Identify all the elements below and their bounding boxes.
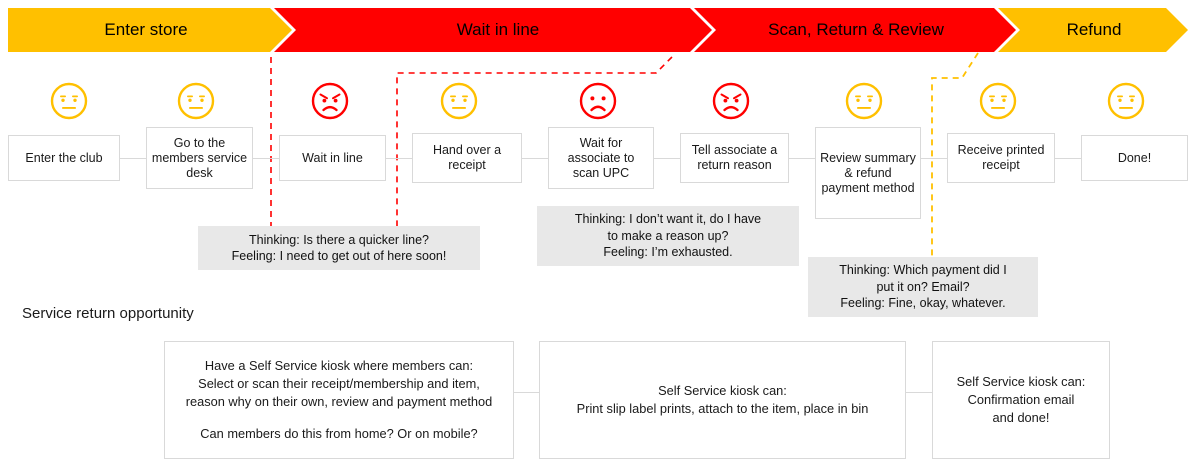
opportunity-connector-2 bbox=[906, 392, 934, 393]
step-box-review-summary-refund-payment-method[interactable]: Review summary & refund payment method bbox=[815, 127, 921, 219]
step-connector-1 bbox=[119, 158, 147, 159]
callout-line: Feeling: I’m exhausted. bbox=[603, 245, 733, 260]
step-box-done[interactable]: Done! bbox=[1081, 135, 1188, 181]
face-neutral-5 bbox=[977, 80, 1019, 122]
phase-banner: Enter store Wait in line Scan, Return & … bbox=[8, 8, 1188, 52]
face-sad-1 bbox=[577, 80, 619, 122]
face-neutral-3 bbox=[438, 80, 480, 122]
face-angry-1 bbox=[309, 80, 351, 122]
opportunity-line: Self Service kiosk can: bbox=[956, 374, 1086, 389]
callout-return-reason: Thinking: I don’t want it, do I have to … bbox=[537, 206, 799, 266]
opportunity-box-kiosk-confirmation[interactable]: Self Service kiosk can: Confirmation ema… bbox=[932, 341, 1110, 459]
step-connector-8 bbox=[1054, 158, 1082, 159]
opportunity-connector-1 bbox=[512, 392, 540, 393]
phase-chevron-scan-return-review bbox=[694, 8, 1016, 52]
callout-line: Thinking: Is there a quicker line? bbox=[249, 232, 429, 247]
callout-line: Thinking: Which payment did I bbox=[839, 263, 1007, 278]
opportunity-line: Self Service kiosk can: bbox=[658, 383, 787, 398]
step-connector-2 bbox=[252, 158, 280, 159]
face-neutral-1 bbox=[48, 80, 90, 122]
step-box-wait-for-associate-to-scan-upc[interactable]: Wait for associate to scan UPC bbox=[548, 127, 654, 189]
callout-line: Feeling: I need to get out of here soon! bbox=[231, 249, 447, 263]
phase-label-enter-store: Enter store bbox=[104, 20, 188, 39]
callout-line: Thinking: I don’t want it, do I have bbox=[574, 212, 762, 227]
step-connector-7 bbox=[920, 158, 948, 159]
callout-line: put it on? Email? bbox=[876, 279, 970, 294]
step-box-hand-over-a-receipt[interactable]: Hand over a receipt bbox=[412, 133, 522, 183]
face-neutral-6 bbox=[1105, 80, 1147, 122]
step-connector-4 bbox=[521, 158, 549, 159]
face-neutral-2 bbox=[175, 80, 217, 122]
callout-refund-payment: Thinking: Which payment did I put it on?… bbox=[808, 257, 1038, 317]
face-neutral-4 bbox=[843, 80, 885, 122]
callout-line: to make a reason up? bbox=[607, 228, 729, 243]
step-box-tell-associate-a-return-reason[interactable]: Tell associate a return reason bbox=[680, 133, 789, 183]
step-connector-6 bbox=[788, 158, 816, 159]
opportunity-box-kiosk-self-service[interactable]: Have a Self Service kiosk where members … bbox=[164, 341, 514, 459]
opportunity-line: and done! bbox=[992, 410, 1050, 425]
opportunity-line: Select or scan their receipt/membership … bbox=[198, 376, 480, 391]
phase-label-wait-in-line: Wait in line bbox=[456, 20, 540, 39]
face-angry-2 bbox=[710, 80, 752, 122]
opportunity-line: Confirmation email bbox=[967, 392, 1075, 407]
phase-label-scan-return-review: Scan, Return & Review bbox=[768, 20, 944, 39]
step-box-receive-printed-receipt[interactable]: Receive printed receipt bbox=[947, 133, 1055, 183]
opportunity-line: Have a Self Service kiosk where members … bbox=[204, 358, 474, 373]
opportunity-line: Can members do this from home? Or on mob… bbox=[200, 426, 478, 441]
step-connector-5 bbox=[653, 158, 681, 159]
opportunity-line: reason why on their own, review and paym… bbox=[185, 394, 493, 409]
opportunity-box-kiosk-print[interactable]: Self Service kiosk can: Print slip label… bbox=[539, 341, 906, 459]
step-box-wait-in-line[interactable]: Wait in line bbox=[279, 135, 386, 181]
opportunity-line: Print slip label prints, attach to the i… bbox=[576, 401, 869, 416]
step-box-go-to-members-service-desk[interactable]: Go to the members service desk bbox=[146, 127, 253, 189]
callout-wait-in-line: Thinking: Is there a quicker line? Feeli… bbox=[198, 226, 480, 270]
phase-label-refund: Refund bbox=[1066, 20, 1122, 39]
callout-line: Feeling: Fine, okay, whatever. bbox=[840, 296, 1006, 311]
phase-chevron-enter-store bbox=[8, 8, 292, 52]
opportunity-section-title: Service return opportunity bbox=[22, 305, 194, 322]
phase-chevron-wait-in-line bbox=[274, 8, 712, 52]
phase-chevron-refund bbox=[998, 8, 1188, 52]
step-box-enter-the-club[interactable]: Enter the club bbox=[8, 135, 120, 181]
step-connector-3 bbox=[385, 158, 413, 159]
